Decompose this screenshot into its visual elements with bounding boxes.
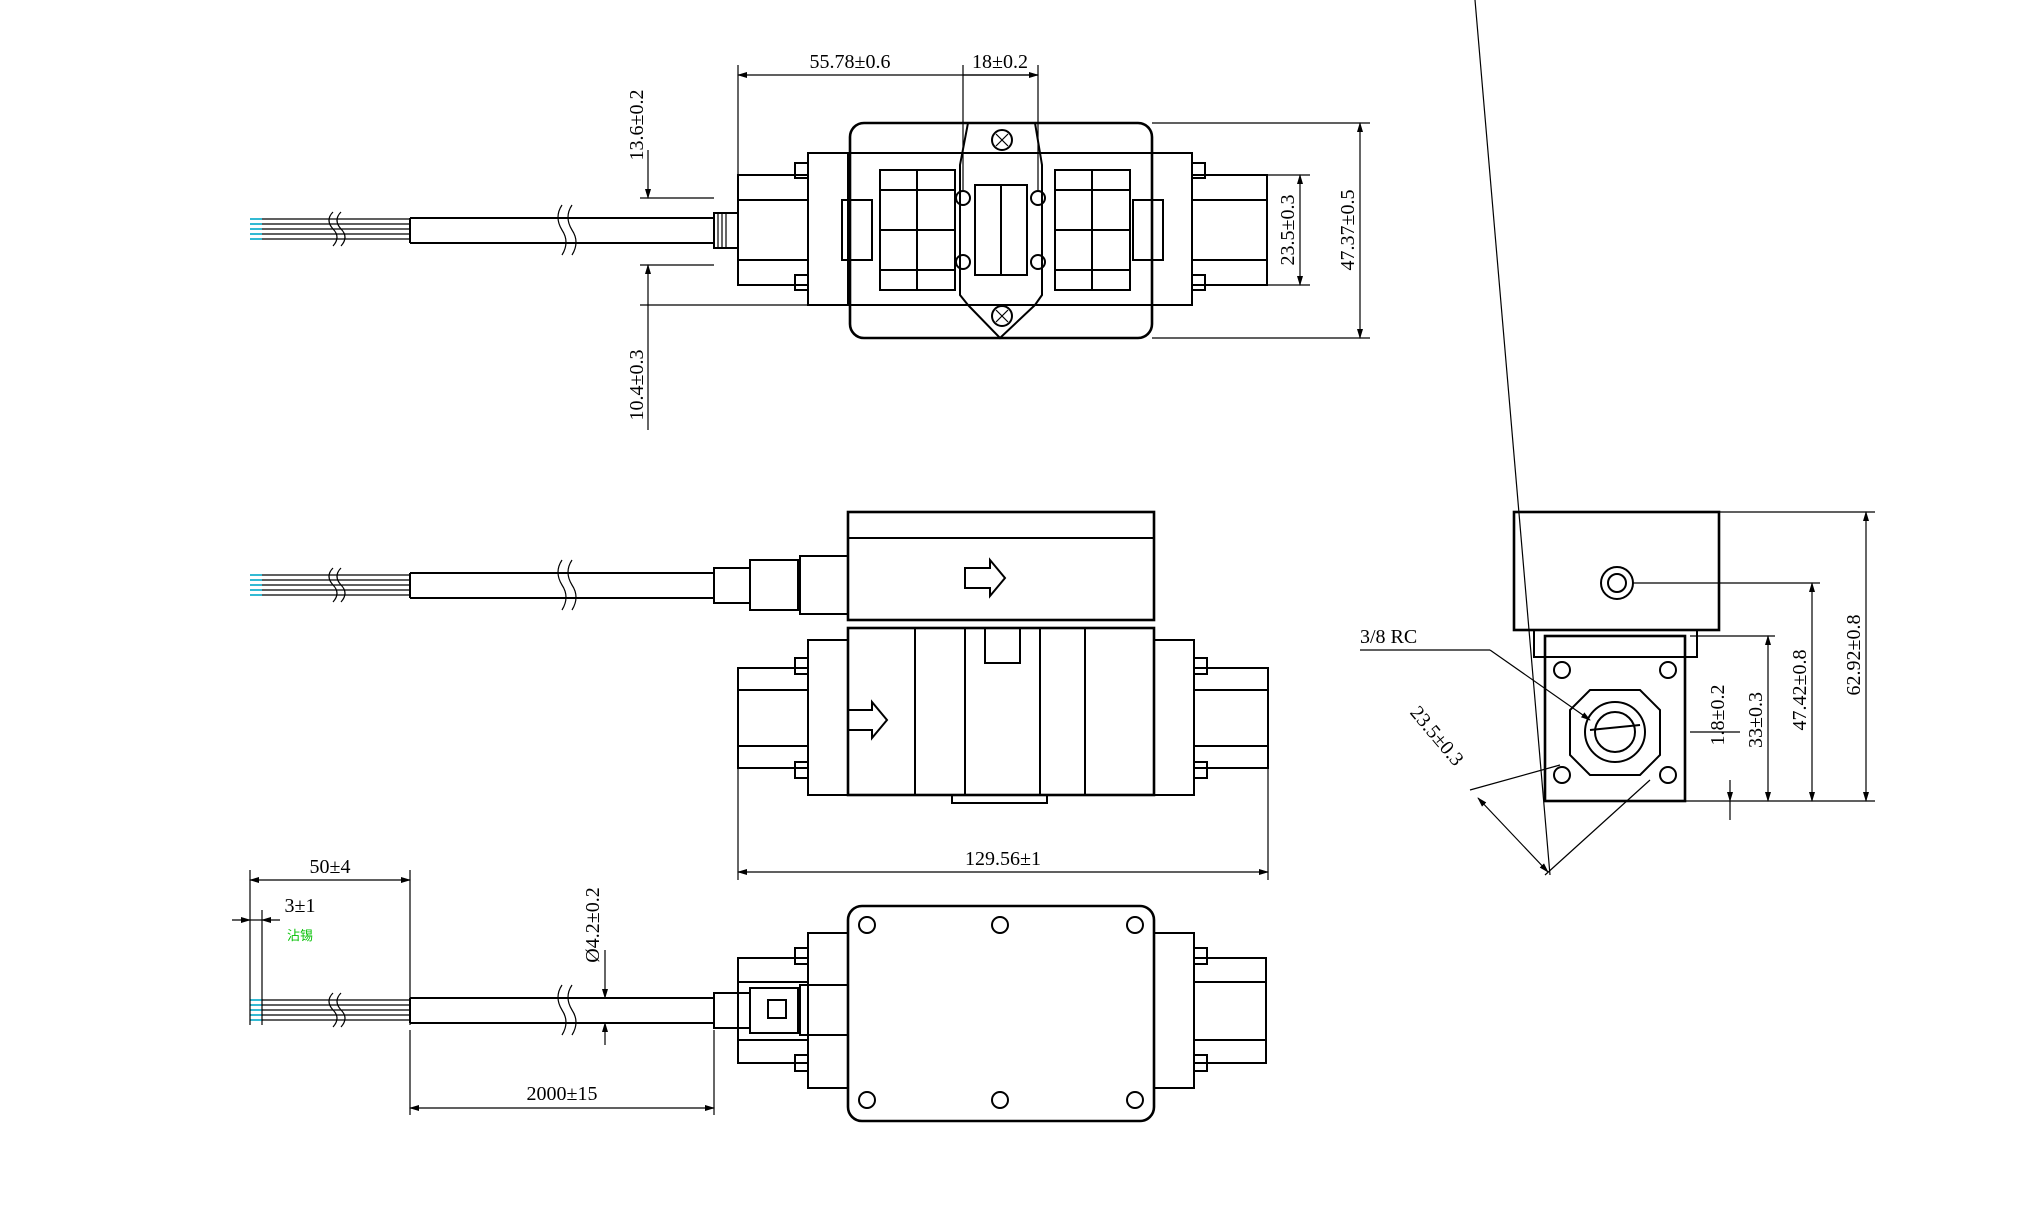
cable-gland (713, 992, 751, 1029)
dim-overall-length: 129.56±1 (965, 848, 1041, 870)
end-pipe-body (1543, 634, 1687, 803)
meter-cover (846, 904, 1156, 1123)
dim-electronics-center: 47.42±0.8 (1789, 650, 1811, 731)
dim-port-diameter: 23.5±0.3 (1405, 702, 1467, 771)
sensor-cells (841, 169, 1164, 291)
screw-icon (1126, 1091, 1144, 1109)
dim-offset: 1.8±0.2 (1707, 685, 1729, 746)
center-mount-plate (955, 122, 1046, 340)
screw-icon (1126, 916, 1144, 934)
cable-gland (713, 567, 751, 604)
cable-wire-ends (250, 567, 410, 603)
end-electronics-housing (1512, 510, 1721, 632)
tin-note: 沾锡 (287, 929, 313, 944)
dim-body-height: 47.37±0.5 (1337, 190, 1359, 271)
screw-icon (991, 129, 1013, 151)
bottom-view: 50±4 3±1 沾锡 Ø4.2±0.2 2000±15 (232, 856, 1267, 1123)
screw-icon (1553, 766, 1571, 784)
dim-overall-height: 62.92±0.8 (1843, 615, 1865, 696)
dim-cable-length: 2000±15 (527, 1083, 598, 1105)
screw-icon (991, 916, 1009, 934)
dim-strip-length: 50±4 (310, 856, 351, 878)
thread-label: 3/8 RC (1360, 626, 1417, 648)
flow-arrow-icon (847, 699, 889, 741)
screw-icon (1659, 766, 1677, 784)
dim-cable-offset-bottom: 10.4±0.3 (626, 350, 648, 421)
pipe-body (846, 626, 1156, 797)
screw-icon (858, 916, 876, 934)
cable-wire-ends (250, 992, 410, 1028)
dim-tin-length: 3±1 (285, 895, 316, 917)
flow-arrow-icon (964, 557, 1007, 599)
dim-length-to-center: 55.78±0.6 (810, 51, 891, 73)
dim-cable-offset-top: 13.6±0.2 (626, 90, 648, 161)
top-view: 55.78±0.6 18±0.2 13.6±0.2 10.4±0.3 23.5±… (250, 51, 1370, 430)
end-view: 3/8 RC 23.5±0.3 1.8±0.2 33±0.3 47.42±0.8… (1360, 0, 1875, 876)
dim-port-center: 33±0.3 (1745, 692, 1767, 748)
screw-icon (991, 305, 1013, 327)
outlet-port (1191, 174, 1268, 286)
inlet-port (737, 174, 809, 286)
dim-mount-hole-pitch: 18±0.2 (972, 51, 1028, 73)
dim-cable-diameter: Ø4.2±0.2 (582, 887, 604, 962)
screw-icon (858, 1091, 876, 1109)
port-hex-nut (1569, 689, 1661, 776)
screw-icon (1553, 661, 1571, 679)
electronics-housing (846, 510, 1156, 622)
dim-port-height: 23.5±0.3 (1277, 195, 1299, 266)
side-view: 129.56±1 (250, 510, 1269, 880)
outlet-flange (1151, 152, 1193, 306)
screw-icon (1659, 661, 1677, 679)
cable-wire-ends (250, 211, 410, 247)
cable (409, 204, 739, 256)
screw-icon (991, 1091, 1009, 1109)
